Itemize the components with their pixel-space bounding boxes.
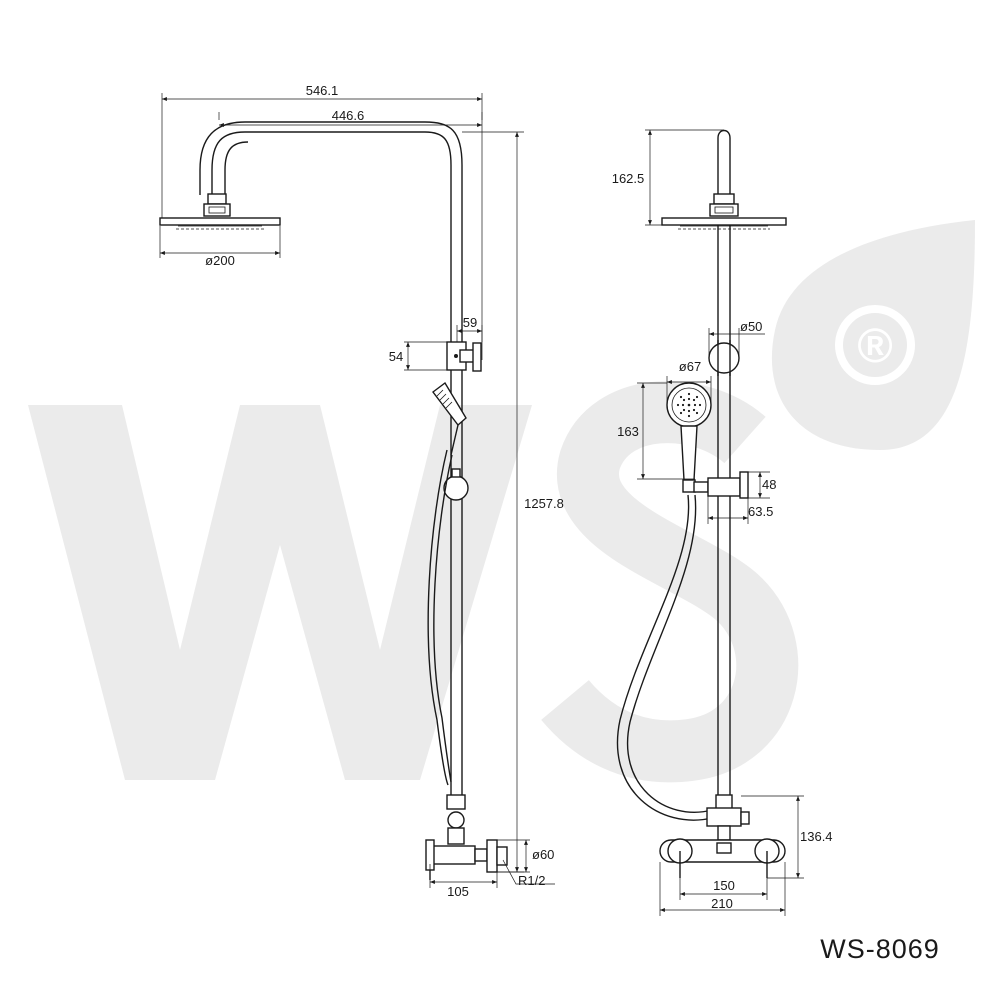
side-view-drawing <box>159 93 555 888</box>
dim-connection-thread: R1/2 <box>518 873 545 888</box>
dim-head-drop: 162.5 <box>612 171 645 186</box>
dim-valve-width: 210 <box>711 896 733 911</box>
dim-slider-height: 48 <box>762 477 776 492</box>
dim-holder-offset: 59 <box>463 315 477 330</box>
dim-overall-width: 546.1 <box>306 83 339 98</box>
dim-head-diameter: ø200 <box>205 253 235 268</box>
dim-inlet-centers: 150 <box>713 878 735 893</box>
dim-total-height: 1257.8 <box>524 496 564 511</box>
dim-arm-reach: 446.6 <box>332 108 365 123</box>
front-view-drawing <box>616 129 804 916</box>
watermark-logo: ® <box>28 220 975 783</box>
dim-flange-diameter: ø60 <box>532 847 554 862</box>
dim-slider-depth: 63.5 <box>748 504 773 519</box>
dim-holder-height: 54 <box>389 349 403 364</box>
model-number: WS-8069 <box>820 934 940 964</box>
dim-hand-shower-diameter: ø67 <box>679 359 701 374</box>
dim-hand-shower-length: 163 <box>617 424 639 439</box>
dim-valve-depth: 105 <box>447 884 469 899</box>
registered-mark: ® <box>857 320 892 373</box>
dim-joint-diameter: ø50 <box>740 319 762 334</box>
dim-valve-height: 136.4 <box>800 829 833 844</box>
